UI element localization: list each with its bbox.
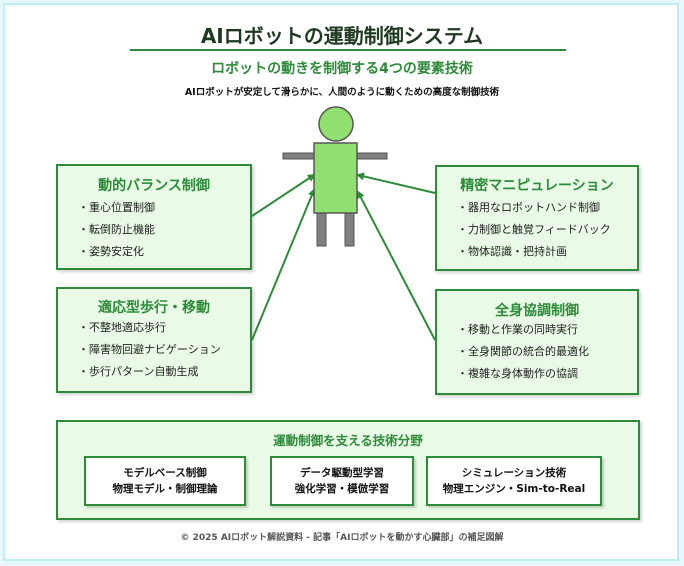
tech-box-line: 物理モデル・制御理論 <box>112 483 218 495</box>
card-item-list: 重心位置制御 転倒防止機能 姿勢安定化 <box>78 197 155 263</box>
tech-box-line: データ駆動型学習 <box>300 467 384 479</box>
list-item: 複雑な身体動作の協調 <box>457 363 589 385</box>
list-item: 歩行パターン自動生成 <box>78 361 221 383</box>
tech-box-simulation: シミュレーション技術 物理エンジン・Sim-to-Real <box>426 456 602 506</box>
card-precision-manipulation: 精密マニピュレーション 器用なロボットハンド制御 力制御と触覚フィードバック 物… <box>435 165 639 271</box>
card-title: 全身協調制御 <box>495 303 579 319</box>
list-item: 姿勢安定化 <box>78 241 155 263</box>
list-item: 物体認識・把持計画 <box>457 241 611 263</box>
list-item: 全身関節の統合的最適化 <box>457 341 589 363</box>
list-item: 力制御と触覚フィードバック <box>457 219 611 241</box>
list-item: 転倒防止機能 <box>78 219 155 241</box>
title-underline <box>130 49 566 51</box>
page-subtitle: ロボットの動きを制御する4つの要素技術 <box>211 61 473 77</box>
page-title: AIロボットの運動制御システム <box>200 24 484 48</box>
page-description: AIロボットが安定して滑らかに、人間のように動くための高度な制御技術 <box>184 87 500 98</box>
card-title: 精密マニピュレーション <box>460 178 614 194</box>
card-dynamic-balance: 動的バランス制御 重心位置制御 転倒防止機能 姿勢安定化 <box>56 164 252 270</box>
card-whole-body-coordination: 全身協調制御 移動と作業の同時実行 全身関節の統合的最適化 複雑な身体動作の協調 <box>435 289 639 395</box>
tech-box-line: モデルベース制御 <box>123 467 207 479</box>
list-item: 器用なロボットハンド制御 <box>457 197 611 219</box>
tech-box-model-based: モデルベース制御 物理モデル・制御理論 <box>84 456 246 506</box>
tech-fields-section: 運動制御を支える技術分野 モデルベース制御 物理モデル・制御理論 データ駆動型学… <box>56 420 640 520</box>
list-item: 障害物回避ナビゲーション <box>78 339 221 361</box>
tech-box-line: 物理エンジン・Sim-to-Real <box>442 483 586 495</box>
tech-box-data-driven: データ駆動型学習 強化学習・模倣学習 <box>270 456 414 506</box>
list-item: 重心位置制御 <box>78 197 155 219</box>
tech-box-line: 強化学習・模倣学習 <box>294 483 390 495</box>
tech-fields-title: 運動制御を支える技術分野 <box>273 433 423 448</box>
card-adaptive-locomotion: 適応型歩行・移動 不整地適応歩行 障害物回避ナビゲーション 歩行パターン自動生成 <box>56 287 252 393</box>
card-item-list: 不整地適応歩行 障害物回避ナビゲーション 歩行パターン自動生成 <box>78 317 221 383</box>
card-title: 適応型歩行・移動 <box>98 300 210 316</box>
card-title: 動的バランス制御 <box>98 178 210 194</box>
card-item-list: 移動と作業の同時実行 全身関節の統合的最適化 複雑な身体動作の協調 <box>457 319 589 385</box>
list-item: 移動と作業の同時実行 <box>457 319 589 341</box>
card-item-list: 器用なロボットハンド制御 力制御と触覚フィードバック 物体認識・把持計画 <box>457 197 611 263</box>
tech-box-line: シミュレーション技術 <box>461 467 567 479</box>
list-item: 不整地適応歩行 <box>78 317 221 339</box>
footer-credit: © 2025 AIロボット解説資料 - 記事「AIロボットを動かす心臓部」の補足… <box>180 533 504 543</box>
